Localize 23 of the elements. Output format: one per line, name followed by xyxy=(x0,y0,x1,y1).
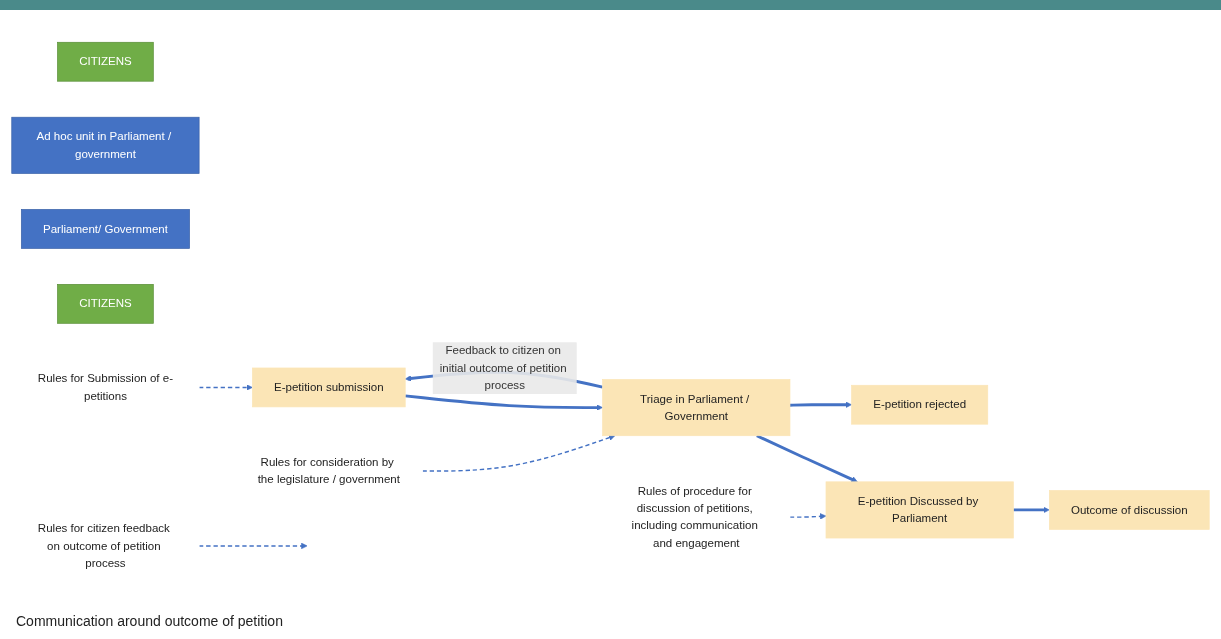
note-text: Communication around outcome of petition xyxy=(16,613,284,629)
node-text: Rules of procedure for discussion of petitions, including communication and engagement xyxy=(631,484,758,549)
node-box: Parliament/ Government xyxy=(21,209,190,249)
arrow xyxy=(789,401,852,408)
node-box: Ad hoc unit in Parliament / government xyxy=(11,116,200,174)
arrow xyxy=(198,542,308,550)
node-box: Triage in Parliament / Government xyxy=(602,379,791,437)
node-box: Outcome of discussion xyxy=(1049,490,1210,530)
arrow xyxy=(756,434,858,483)
node-text: Rules for consideration by the legislature / government xyxy=(257,455,400,486)
arrow xyxy=(198,384,253,391)
arrow xyxy=(421,434,616,472)
node-box: CITIZENS xyxy=(57,284,154,324)
node-box: CITIZENS xyxy=(57,41,154,82)
arrow xyxy=(1013,506,1050,514)
arrow xyxy=(789,513,827,520)
node-box: E-petition submission xyxy=(252,367,406,408)
edge-label: Feedback to citizen on initial outcome of petition process xyxy=(439,344,567,392)
node-text: Rules for Submission of e-petitions xyxy=(37,372,174,402)
node-text: Rules for citizen feedback on outcome of petition process xyxy=(37,522,170,570)
node-box: E-petition rejected xyxy=(851,384,989,425)
node-box: E-petition Discussed by Parliament xyxy=(825,481,1014,539)
arrow xyxy=(405,394,603,411)
